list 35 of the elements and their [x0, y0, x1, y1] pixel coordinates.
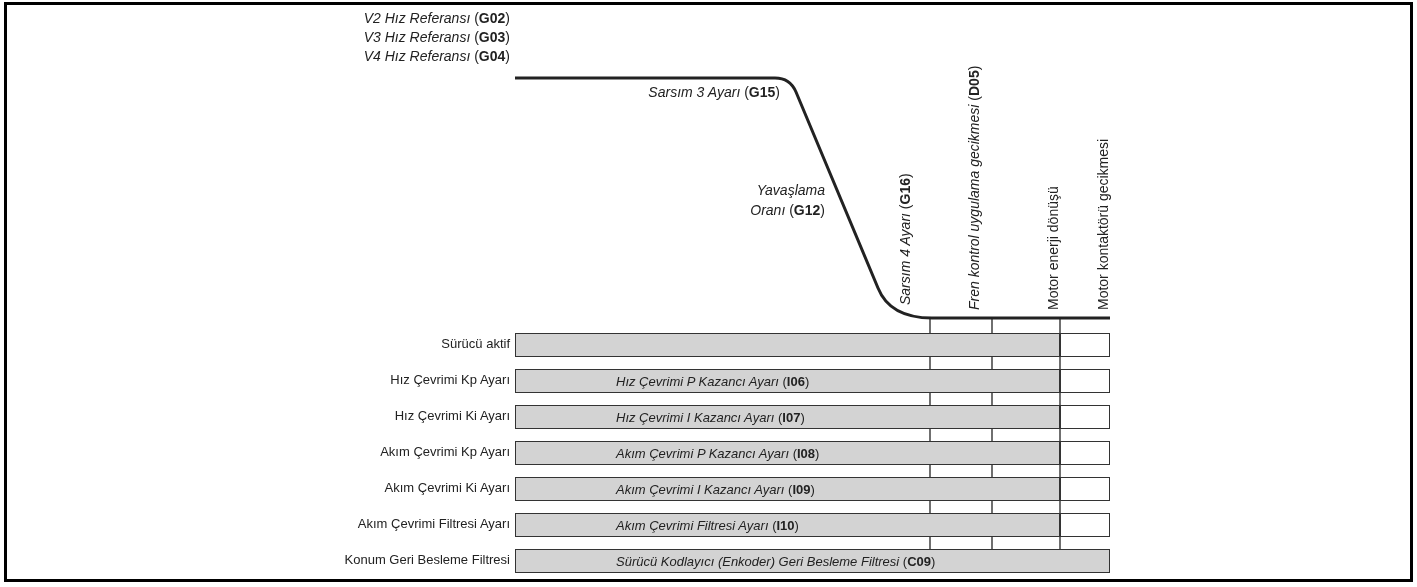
parameter-bar	[515, 549, 1110, 573]
row-label: Hız Çevrimi Kp Ayarı	[390, 372, 510, 388]
row-label: Konum Geri Besleme Filtresi	[344, 552, 510, 568]
contactor-delay-label: Motor kontaktörü gecikmesi	[1095, 138, 1111, 310]
timing-box	[1060, 369, 1110, 393]
speed-reference-label: V2 Hız Referansı (G02)	[363, 10, 510, 26]
brake-delay-label: Fren kontrol uygulama gecikmesi (D05)	[966, 65, 982, 310]
parameter-name: Akım Çevrimi I Kazancı Ayarı (I09)	[616, 481, 815, 497]
row-label: Akım Çevrimi Filtresi Ayarı	[357, 516, 510, 532]
timing-box	[1060, 441, 1110, 465]
parameter-name: Hız Çevrimi P Kazancı Ayarı (I06)	[616, 373, 810, 389]
row-label: Akım Çevrimi Kp Ayarı	[380, 444, 510, 460]
parameter-bar	[515, 333, 1060, 357]
row-label: Sürücü aktif	[441, 336, 510, 352]
deceleration-label: Yavaşlama Oranı (G12)	[749, 181, 825, 220]
parameter-name: Sürücü Kodlayıcı (Enkoder) Geri Besleme Filtresi (C09)	[616, 553, 936, 569]
parameter-bar	[515, 441, 1060, 465]
motor-energy-label: Motor enerji dönüşü	[1045, 186, 1061, 310]
timing-box	[1060, 477, 1110, 501]
jerk-label: Sarsım 3 Ayarı (G15)	[648, 84, 780, 100]
parameter-bar	[515, 405, 1060, 429]
parameter-name: Akım Çevrimi Filtresi Ayarı (I10)	[616, 517, 799, 533]
row-label: Hız Çevrimi Ki Ayarı	[394, 408, 510, 424]
parameter-name: Akım Çevrimi P Kazancı Ayarı (I08)	[616, 445, 820, 461]
jerk-label: Sarsım 4 Ayarı (G16)	[897, 173, 913, 305]
timing-box	[1060, 405, 1110, 429]
parameter-bar	[515, 477, 1060, 501]
timing-box	[1060, 513, 1110, 537]
speed-reference-label: V4 Hız Referansı (G04)	[363, 48, 510, 64]
timing-box	[1060, 333, 1110, 357]
speed-reference-label: V3 Hız Referansı (G03)	[363, 29, 510, 45]
parameter-bar	[515, 369, 1060, 393]
parameter-bar	[515, 513, 1060, 537]
row-label: Akım Çevrimi Ki Ayarı	[384, 480, 510, 496]
parameter-name: Hız Çevrimi I Kazancı Ayarı (I07)	[616, 409, 805, 425]
